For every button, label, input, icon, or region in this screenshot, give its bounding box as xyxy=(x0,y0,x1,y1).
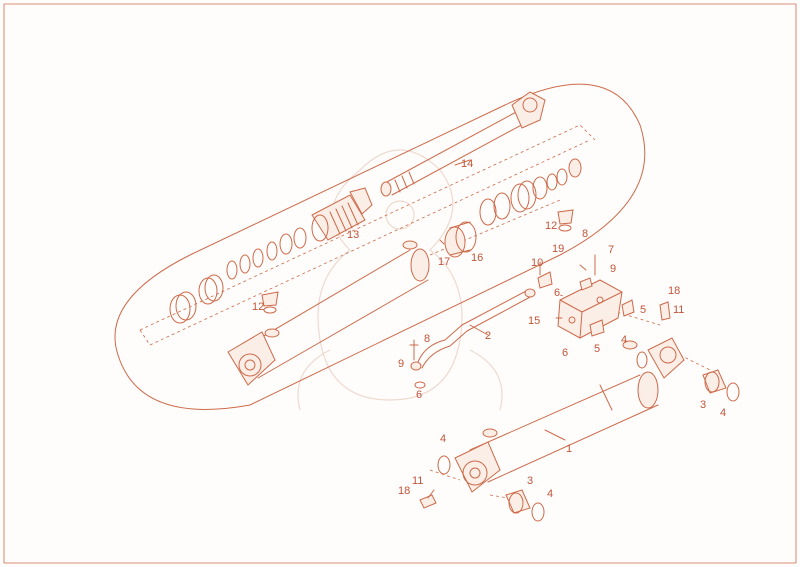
seal-rings-right xyxy=(479,158,582,226)
pipe-fitting xyxy=(537,271,553,289)
label-part-2: 2 xyxy=(485,330,491,342)
label-part-4: 4 xyxy=(547,488,553,500)
label-part-6: 6 xyxy=(554,287,560,299)
label-part-5: 5 xyxy=(640,304,646,316)
label-part-8: 8 xyxy=(582,228,588,240)
piston xyxy=(439,221,477,258)
valve-block xyxy=(557,254,635,339)
label-part-9: 9 xyxy=(398,358,404,370)
grease-fitting-left xyxy=(261,291,279,314)
label-part-11: 11 xyxy=(412,475,423,487)
label-part-6: 6 xyxy=(562,347,568,359)
label-part-9: 9 xyxy=(610,263,616,275)
washer-mid xyxy=(636,351,648,369)
bushing-right xyxy=(702,369,727,394)
label-part-4: 4 xyxy=(621,334,627,346)
gland-assembly xyxy=(311,187,373,242)
hydraulic-pipe xyxy=(410,288,536,371)
label-part-4: 4 xyxy=(720,407,726,419)
label-part-4: 4 xyxy=(440,433,446,445)
label-part-18: 18 xyxy=(668,285,680,297)
frame-border xyxy=(3,3,797,564)
label-part-18: 18 xyxy=(398,485,410,497)
label-part-1: 1 xyxy=(566,443,572,455)
grease-fitting-right xyxy=(557,209,574,232)
seal-rings-left xyxy=(169,227,307,324)
bushing-left xyxy=(505,489,531,514)
label-part-10: 10 xyxy=(531,257,543,269)
label-part-6: 6 xyxy=(416,389,422,401)
label-part-12: 12 xyxy=(545,220,557,232)
label-part-13: 13 xyxy=(347,229,359,241)
label-part-7: 7 xyxy=(608,244,614,256)
grease-nipple-right xyxy=(659,301,671,321)
main-cylinder xyxy=(454,337,685,493)
leader-lines xyxy=(454,159,566,441)
label-part-17: 17 xyxy=(438,256,450,268)
upper-cylinder-tube xyxy=(227,240,430,386)
grease-nipple-left xyxy=(419,489,437,509)
label-part-11: 11 xyxy=(673,304,684,316)
label-part-8: 8 xyxy=(424,333,430,345)
washer-left xyxy=(531,502,545,522)
label-part-14: 14 xyxy=(461,158,473,170)
label-part-3: 3 xyxy=(700,399,706,411)
subassembly-outline xyxy=(114,83,646,410)
washer-upper xyxy=(437,455,451,475)
label-part-3: 3 xyxy=(527,475,533,487)
washer-right xyxy=(726,382,740,402)
label-part-16: 16 xyxy=(471,252,483,264)
label-part-15: 15 xyxy=(528,315,540,327)
label-part-12: 12 xyxy=(252,301,264,313)
fitting-bolt xyxy=(409,339,426,389)
label-part-5: 5 xyxy=(594,343,600,355)
label-part-19: 19 xyxy=(552,243,564,255)
part-labels: 1 2 3 3 4 4 4 4 5 5 6 6 6 7 8 8 9 9 10 1… xyxy=(252,158,726,500)
piston-rod xyxy=(380,91,546,197)
